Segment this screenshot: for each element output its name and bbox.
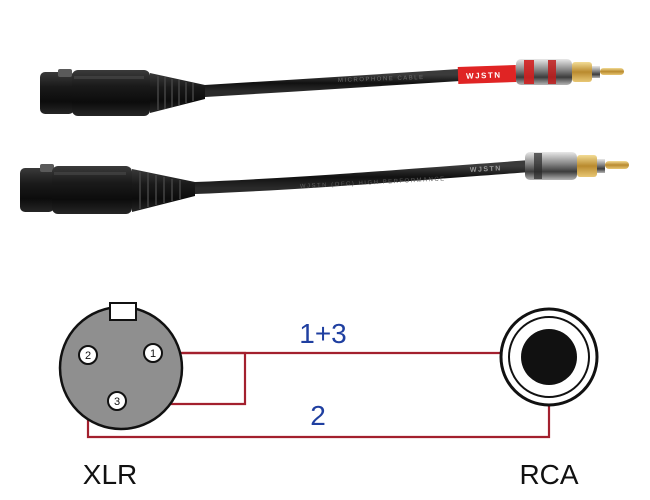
xlr-pin-3: 3 (107, 391, 127, 411)
cable-assembly-top: MICROPHONE CABLE WJSTN (40, 59, 624, 116)
wiring-diagram: 1 2 3 1+3 2 XLR RCA (58, 302, 599, 490)
xlr-pin-face: 1 2 3 (58, 302, 184, 431)
rca-plug-bottom (525, 152, 629, 180)
pin-number: 3 (114, 396, 120, 408)
wire-label-signal: 1+3 (299, 318, 347, 349)
rca-plug-top (516, 59, 624, 85)
rca-center-pin (521, 329, 577, 385)
brand-print: WJSTN (470, 165, 502, 174)
wire-label-ground: 2 (310, 400, 326, 431)
xlr-female-connector (40, 69, 205, 116)
strain-relief-ribs (157, 76, 194, 110)
wire-bridge-pin1-pin3 (126, 351, 247, 406)
cable-jacket (189, 160, 536, 194)
xlr-face (58, 305, 184, 431)
xlr-key-notch (109, 302, 137, 321)
xlr-pin-2: 2 (78, 345, 98, 365)
strain-relief-ribs (139, 172, 181, 209)
rca-jack-face (499, 307, 599, 407)
cable-assembly-bottom: WJSTN (OFC) HIGH PERFORMANCE WJSTN (20, 152, 629, 214)
xlr-pin-1: 1 (143, 343, 163, 363)
pin-number: 2 (85, 350, 91, 362)
cable-jacket-print: MICROPHONE CABLE (338, 75, 425, 84)
xlr-female-connector (20, 164, 195, 214)
xlr-label: XLR (83, 459, 137, 490)
cable-jacket (199, 69, 466, 97)
pin-number: 1 (150, 348, 156, 360)
brand-band (457, 64, 517, 85)
brand-band-text: WJSTN (466, 70, 502, 80)
rca-label: RCA (519, 459, 578, 490)
